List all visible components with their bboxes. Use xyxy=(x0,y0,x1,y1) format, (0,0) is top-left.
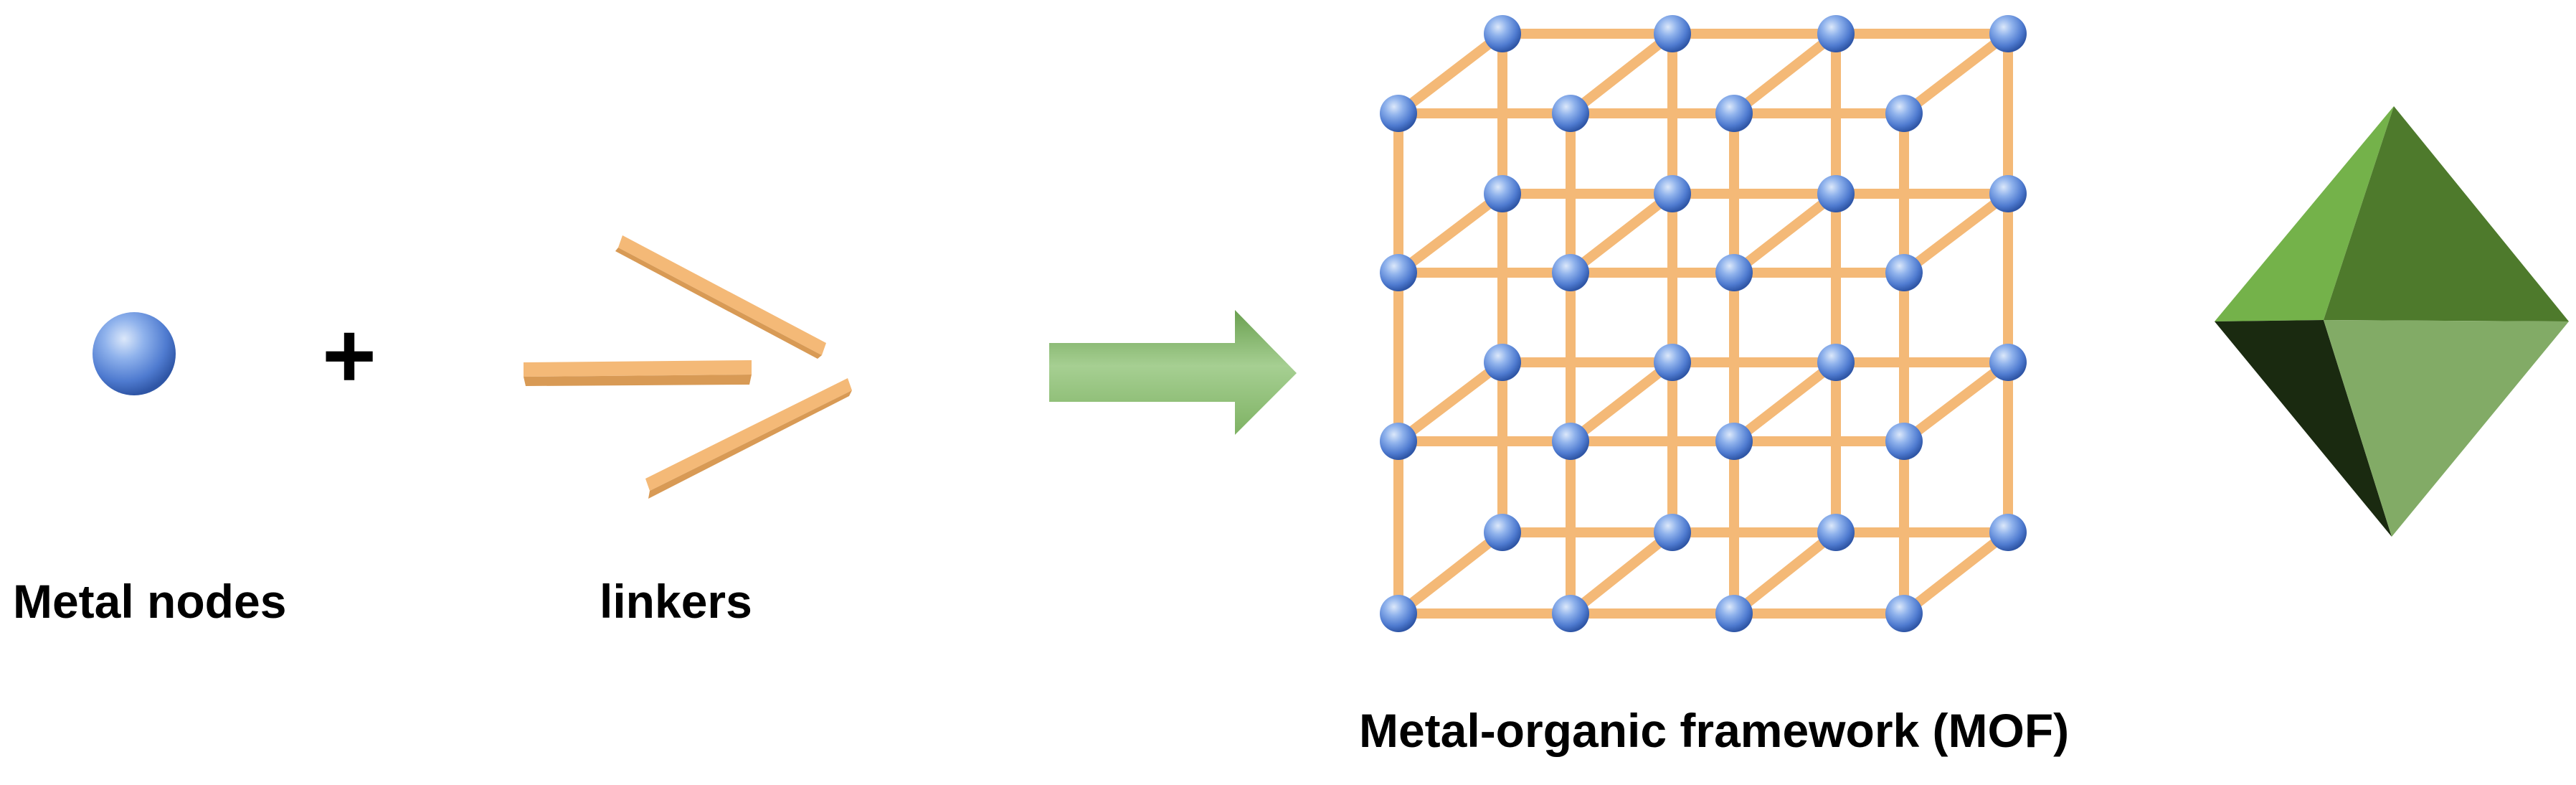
metal-nodes-label: Metal nodes xyxy=(13,575,287,628)
lattice-node xyxy=(1380,95,1417,132)
lattice-node xyxy=(1484,514,1521,551)
lattice-linker xyxy=(1729,29,1841,118)
lattice-linker xyxy=(1393,29,1507,118)
lattice-linker xyxy=(1729,357,1841,446)
lattice-node xyxy=(1885,423,1923,460)
lattice-node xyxy=(1817,15,1855,52)
lattice-node xyxy=(1715,95,1753,132)
lattice-node xyxy=(1654,344,1691,381)
lattice-node xyxy=(1885,595,1923,632)
lattice-node xyxy=(1989,514,2027,551)
lattice-linker xyxy=(1899,29,2013,118)
lattice-linker xyxy=(1393,189,1507,278)
lattice-node xyxy=(1817,175,1855,212)
lattice-node xyxy=(1552,95,1589,132)
lattice-node xyxy=(1654,514,1691,551)
lattice-linker xyxy=(1566,189,1677,278)
linkers-label: linkers xyxy=(600,575,752,628)
lattice-node xyxy=(1817,344,1855,381)
lattice-node xyxy=(1715,595,1753,632)
lattice-node xyxy=(1552,595,1589,632)
lattice-linker xyxy=(1729,189,1841,278)
lattice-node xyxy=(1552,254,1589,291)
lattice-node xyxy=(1380,423,1417,460)
octahedron-crystal-icon xyxy=(2215,106,2569,537)
plus-sign: + xyxy=(322,303,377,408)
lattice-node xyxy=(1989,15,2027,52)
linker-rods-icon xyxy=(524,235,852,499)
mof-label: Metal-organic framework (MOF) xyxy=(1359,704,2070,757)
lattice-node xyxy=(1989,175,2027,212)
lattice-node xyxy=(1885,95,1923,132)
lattice-node xyxy=(1484,344,1521,381)
lattice-linker xyxy=(1899,527,2013,619)
lattice-node xyxy=(1552,423,1589,460)
lattice-linker xyxy=(1566,527,1677,619)
lattice-node xyxy=(1654,15,1691,52)
lattice-node xyxy=(1715,423,1753,460)
lattice-node xyxy=(1654,175,1691,212)
lattice-linker xyxy=(1566,357,1677,446)
mof-lattice-icon xyxy=(1380,15,2027,632)
lattice-node xyxy=(1817,514,1855,551)
lattice-node xyxy=(1989,344,2027,381)
lattice-node xyxy=(1484,175,1521,212)
lattice-linker xyxy=(1566,29,1677,118)
lattice-node xyxy=(1380,254,1417,291)
lattice-node xyxy=(1380,595,1417,632)
lattice-node xyxy=(1484,15,1521,52)
lattice-linker xyxy=(1899,357,2013,446)
right-arrow-icon xyxy=(1049,310,1297,435)
lattice-linker xyxy=(1729,527,1841,619)
lattice-linker xyxy=(1393,357,1507,446)
lattice-node xyxy=(1885,254,1923,291)
lattice-linker xyxy=(1899,189,2013,278)
lattice-linker xyxy=(1393,527,1507,619)
lattice-node xyxy=(1715,254,1753,291)
metal-node-sphere-icon xyxy=(93,312,176,395)
